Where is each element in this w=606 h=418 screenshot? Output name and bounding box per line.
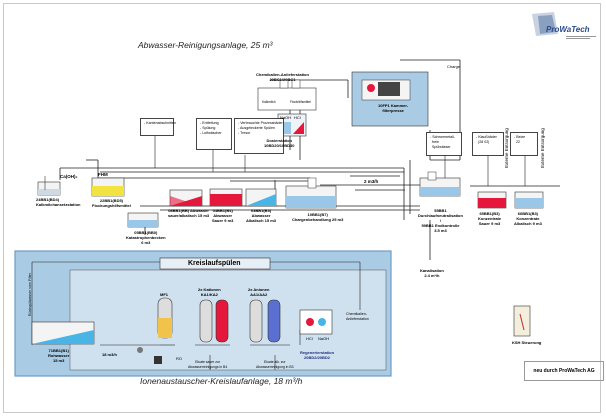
kationen-columns bbox=[199, 299, 229, 343]
rohwasser-tank bbox=[31, 321, 95, 345]
externe-entsorgung-1: Externe Entsorgung bbox=[504, 128, 509, 168]
note-prozessbaeder: - Verbrauchte Prozessbäder - Ausgelecker… bbox=[234, 118, 284, 154]
label-rohwasser: 71BB1(B1) Rohwasser 15 m3 bbox=[48, 348, 70, 363]
label-anionen: 2x Anionen AA1/AA2 bbox=[248, 287, 270, 297]
label-kalkmilch: 24BB1(BD4) Kalkmilchansetzstation bbox=[36, 197, 81, 207]
label-chemikalien-anl: Chemikalien- Anlieferstation bbox=[346, 312, 369, 321]
logo-brand-text: ProWaTech bbox=[546, 25, 590, 34]
anionen-columns bbox=[249, 299, 281, 343]
mf1-filter bbox=[157, 297, 173, 339]
abwasser-sauer-alkalisch-tank bbox=[169, 189, 203, 207]
label-charge-arrow: Charge bbox=[447, 64, 461, 69]
kreislauf-header-box bbox=[159, 257, 271, 270]
label-fhm: FHM bbox=[98, 172, 108, 177]
abwasser-alkalisch-tank bbox=[245, 188, 277, 207]
logo: ProWaTech bbox=[528, 12, 600, 44]
label-abwasser-sauer: 04BB1(B4) Abwasser Sauer 9 m3 bbox=[212, 208, 234, 223]
label-naoh: NaOH bbox=[318, 336, 330, 341]
label-mf1: MF1 bbox=[160, 292, 168, 297]
label-kalkmilch-top: Kalkmilch bbox=[262, 100, 276, 104]
kammerfilterpresse bbox=[351, 71, 429, 127]
label-konz-alk: 66BB1(B3) Konzentrate Alkalisch 9 m3 bbox=[514, 211, 542, 226]
charge-tank bbox=[285, 177, 337, 209]
note-entfettung: - Entfettung - Spülung - Luftwäscher bbox=[196, 118, 232, 150]
label-flow-18: 18 m3/h bbox=[102, 352, 117, 357]
kalkmilch-tank bbox=[37, 176, 61, 196]
label-hcl: HCl bbox=[306, 336, 313, 341]
label-katastrophen: 05BB1(BB0) Katastrophenbecken 6 m3 bbox=[126, 230, 166, 245]
konzentrate-sauer-tank bbox=[477, 191, 507, 209]
label-naoh-top: NaOH bbox=[280, 115, 292, 120]
label-ksh: KSH Steuerung bbox=[512, 340, 542, 345]
label-regen: Regenerierstation 20BD2/20BD2 bbox=[300, 350, 335, 360]
label-ca-oh: Ca(OH)₂ bbox=[60, 174, 78, 179]
regen-station bbox=[299, 309, 333, 335]
durchlauf-tank bbox=[419, 171, 461, 197]
externe-entsorgung-2: Externe Entsorgung bbox=[540, 128, 545, 168]
label-durchlauf: 55BB1 Durchlaufneutralisation / 59BB1 En… bbox=[418, 208, 463, 233]
diagram-frame bbox=[3, 3, 601, 413]
abwasser-sauer-tank bbox=[209, 188, 243, 207]
logo-subtitle bbox=[566, 35, 596, 41]
konzentrate-alkalisch-tank bbox=[514, 191, 544, 209]
label-abwasser-alk: 03BB1(B3) Abwasser Alkalisch 15 m3 bbox=[246, 208, 277, 223]
ksh-steuerung bbox=[513, 305, 531, 337]
label-ro: RO bbox=[176, 356, 182, 361]
dosier-station bbox=[277, 113, 307, 137]
main-title: Abwasser-Reinigungsanlage, 25 m³ bbox=[138, 40, 273, 50]
note-beize: - Beize 22 bbox=[510, 132, 538, 156]
chemikalien-station bbox=[257, 79, 317, 111]
label-kanalisation: Kanalisation 2.4 m³/h bbox=[420, 268, 444, 278]
label-flockhilf-top: Flockhilfsmittel bbox=[290, 100, 311, 104]
label-abwasser-sauer-alk: 08BB1(BB) Abwasser sauer/alkalisch 15 m3 bbox=[168, 208, 210, 218]
label-chemikalien: Chemikalien-Anlieferstation 20BC1/20BC1 bbox=[256, 72, 309, 82]
label-eluat-sauer: Eluate sauer zur Abwasserreinigungs in B… bbox=[188, 360, 228, 369]
bottom-title: Ionenaustauscher-Kreislaufanlage, 18 m³/… bbox=[140, 376, 303, 386]
label-dosier: Dosierstation 10BD20/10BD30 bbox=[264, 138, 295, 148]
flockung-tank bbox=[91, 177, 125, 197]
pump-small bbox=[137, 347, 162, 364]
note-kantenabschnitten: - Kantenabschnitten bbox=[140, 118, 176, 136]
label-konz-sauer: 65BB1(B3) Konzentrate Sauer 9 m3 bbox=[478, 211, 502, 226]
note-klaussbaeder: - Klaußbäder (28 02) bbox=[472, 132, 504, 156]
katastrophen-tank bbox=[127, 212, 159, 228]
kreislauf-pipes bbox=[31, 261, 361, 370]
note-schwermetall: - Schwermetall- freie Spülwässer bbox=[426, 132, 462, 156]
news-box: neu durch ProWaTech AG bbox=[524, 361, 604, 381]
label-flockung: 22BB1(BD5) Flockungshilfsmittel bbox=[92, 198, 131, 208]
label-charge: 10BB1(B7) Chargenbehandlung 25 m3 bbox=[292, 212, 344, 222]
label-kammer: 10FP1 Kammer- filterpresse bbox=[378, 103, 409, 113]
logo-mark-icon bbox=[532, 12, 558, 36]
kreislauf-title: Kreislaufspülen bbox=[188, 260, 241, 267]
label-hcl-top: HCl bbox=[294, 115, 301, 120]
label-flow-2m3: 2 m3/h bbox=[364, 179, 379, 184]
rueckspuelwasser-label: Rückspülwasser vom Filter bbox=[28, 273, 32, 316]
label-eluat-alk: Eluate alk. zur Abwasserreinigung in B3 bbox=[256, 360, 294, 369]
label-kationen: 2x Kationen KA1/KA2 bbox=[198, 287, 221, 297]
